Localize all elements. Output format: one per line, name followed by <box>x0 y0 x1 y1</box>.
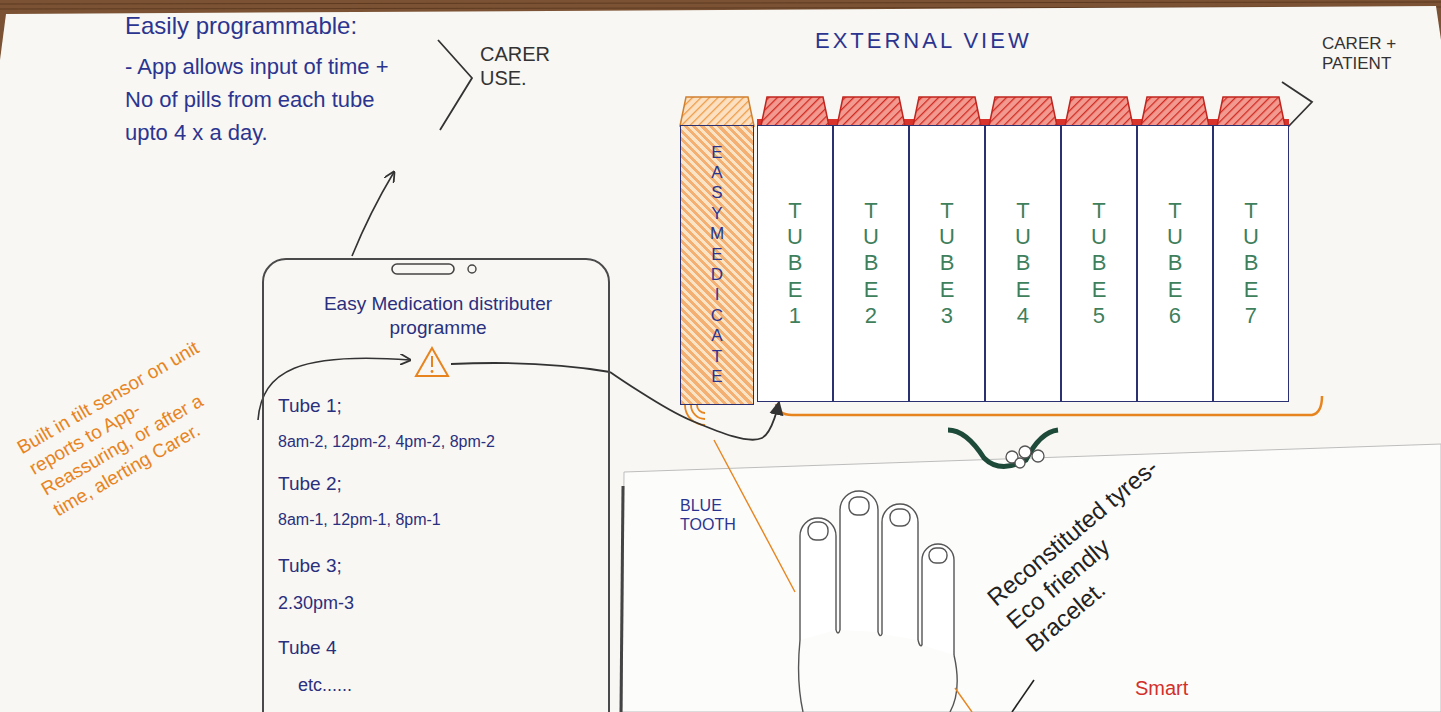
warning-triangle <box>416 348 448 376</box>
vertical-label: EASY MEDICATE <box>709 143 724 388</box>
brand-strip: EASY MEDICATE <box>680 125 754 405</box>
feature-note: - App allows input of time + No of pills… <box>125 50 421 149</box>
nail <box>890 509 910 526</box>
vertical-label: TUBE 3 <box>937 198 957 330</box>
schedule-text: 2.30pm-3 <box>278 592 354 615</box>
bluetooth-label: BLUE TOOTH <box>680 496 740 534</box>
sheet-shadow <box>621 486 623 712</box>
tube-panel: TUBE 2 <box>833 125 909 402</box>
strip-cap <box>680 97 754 126</box>
finger <box>800 518 836 640</box>
orange-leader <box>955 688 972 712</box>
tube-panel: TUBE 5 <box>1061 125 1137 402</box>
tube-panel: TUBE 1 <box>757 125 833 402</box>
schedule-text: 8am-2, 12pm-2, 4pm-2, 8pm-2 <box>278 432 495 452</box>
pill-tray <box>948 430 1058 467</box>
tube-caps <box>761 97 1285 126</box>
tube-heading: Tube 3; <box>278 554 342 578</box>
tube-heading: Tube 4 <box>278 636 336 660</box>
leader-line <box>258 358 410 420</box>
vertical-label: TUBE 6 <box>1165 198 1185 330</box>
phone-speaker <box>392 264 454 274</box>
wave <box>691 405 705 419</box>
tube-heading: Tube 2; <box>278 472 342 496</box>
hand-sketch <box>799 491 958 712</box>
schedule-text: etc...... <box>298 674 352 697</box>
bluetooth-leader <box>714 440 795 592</box>
pill <box>1019 446 1031 458</box>
nail <box>808 522 828 540</box>
palm <box>799 640 958 712</box>
phone-app-screen: Easy Medication distributer programmeTub… <box>262 258 610 712</box>
tube-cap <box>989 97 1057 126</box>
user-note: CARER + PATIENT <box>1322 34 1434 75</box>
finger <box>922 544 954 655</box>
alert-line <box>451 363 610 372</box>
tube-cap <box>913 97 981 126</box>
leader-line <box>1012 680 1034 712</box>
vertical-label: TUBE 2 <box>861 198 881 330</box>
tube-cap <box>761 97 829 126</box>
tube-cap <box>1217 97 1285 126</box>
pill <box>1032 450 1044 462</box>
vertical-label: TUBE 5 <box>1089 198 1109 330</box>
nail <box>849 497 869 515</box>
wave <box>697 405 705 413</box>
tube-panel: TUBE 6 <box>1137 125 1213 402</box>
warning-mark <box>431 356 433 367</box>
view-heading: EXTERNAL VIEW <box>815 28 1135 54</box>
finger-gap <box>836 630 922 646</box>
tube-cap <box>1065 97 1133 126</box>
finger <box>840 491 878 632</box>
vertical-label: TUBE 7 <box>1241 198 1261 330</box>
vertical-label: TUBE 1 <box>785 198 805 330</box>
finger <box>882 504 918 640</box>
tube-heading: Tube 1; <box>278 394 342 418</box>
vertical-label: TUBE 4 <box>1013 198 1033 330</box>
schedule-text: 8am-1, 12pm-1, 8pm-1 <box>278 510 441 530</box>
tube-panel: TUBE 3 <box>909 125 985 402</box>
feature-note: Easily programmable: <box>125 12 445 41</box>
warning-dot <box>431 370 434 373</box>
user-note: CARER USE. <box>480 42 558 90</box>
pill <box>1015 458 1025 468</box>
app-title: Easy Medication distributer programme <box>274 292 602 340</box>
pills <box>1006 446 1044 468</box>
bracket <box>438 40 472 130</box>
tube-cap <box>1141 97 1209 126</box>
paper-sheet <box>0 6 1441 712</box>
second-sheet <box>622 444 1441 712</box>
tube-panel: TUBE 7 <box>1213 125 1289 402</box>
leader-line <box>352 172 394 256</box>
smart-note: Smart <box>1135 676 1255 700</box>
nail <box>929 548 947 563</box>
phone-camera <box>468 265 476 273</box>
tube-panel: TUBE 4 <box>985 125 1061 402</box>
tube-cap <box>837 97 905 126</box>
